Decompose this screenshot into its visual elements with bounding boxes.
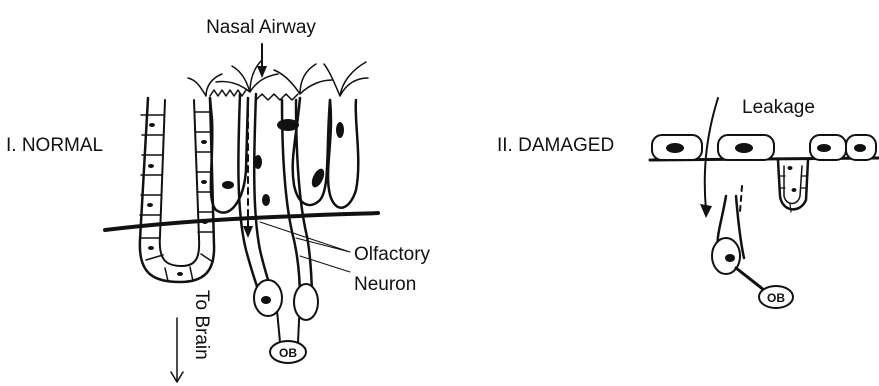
sustentacular-cells [254, 94, 358, 208]
damaged-gland [778, 160, 808, 212]
normal-panel: OB [105, 44, 378, 363]
leakage-label: Leakage [742, 97, 815, 118]
olfactory-bulb-damaged: OB [759, 286, 793, 308]
damaged-panel: OB [650, 98, 879, 308]
nasal-airway-label: Nasal Airway [206, 17, 316, 38]
olfactory-gland [140, 98, 214, 282]
to-brain-label: To Brain [191, 290, 212, 360]
to-brain-indicator: To Brain [171, 290, 212, 382]
neuron-label: Neuron [354, 274, 416, 295]
olfactory-bulb-normal: OB [270, 341, 306, 363]
normal-label: I. NORMAL [6, 135, 103, 156]
damaged-neuron [712, 196, 764, 290]
ob-damaged-label: OB [767, 291, 785, 305]
supporting-cell [210, 90, 248, 213]
ob-normal-label: OB [279, 346, 297, 360]
olfactory-label: Olfactory [354, 244, 431, 265]
damaged-label: II. DAMAGED [497, 135, 614, 156]
leakage-arrow [705, 98, 718, 210]
